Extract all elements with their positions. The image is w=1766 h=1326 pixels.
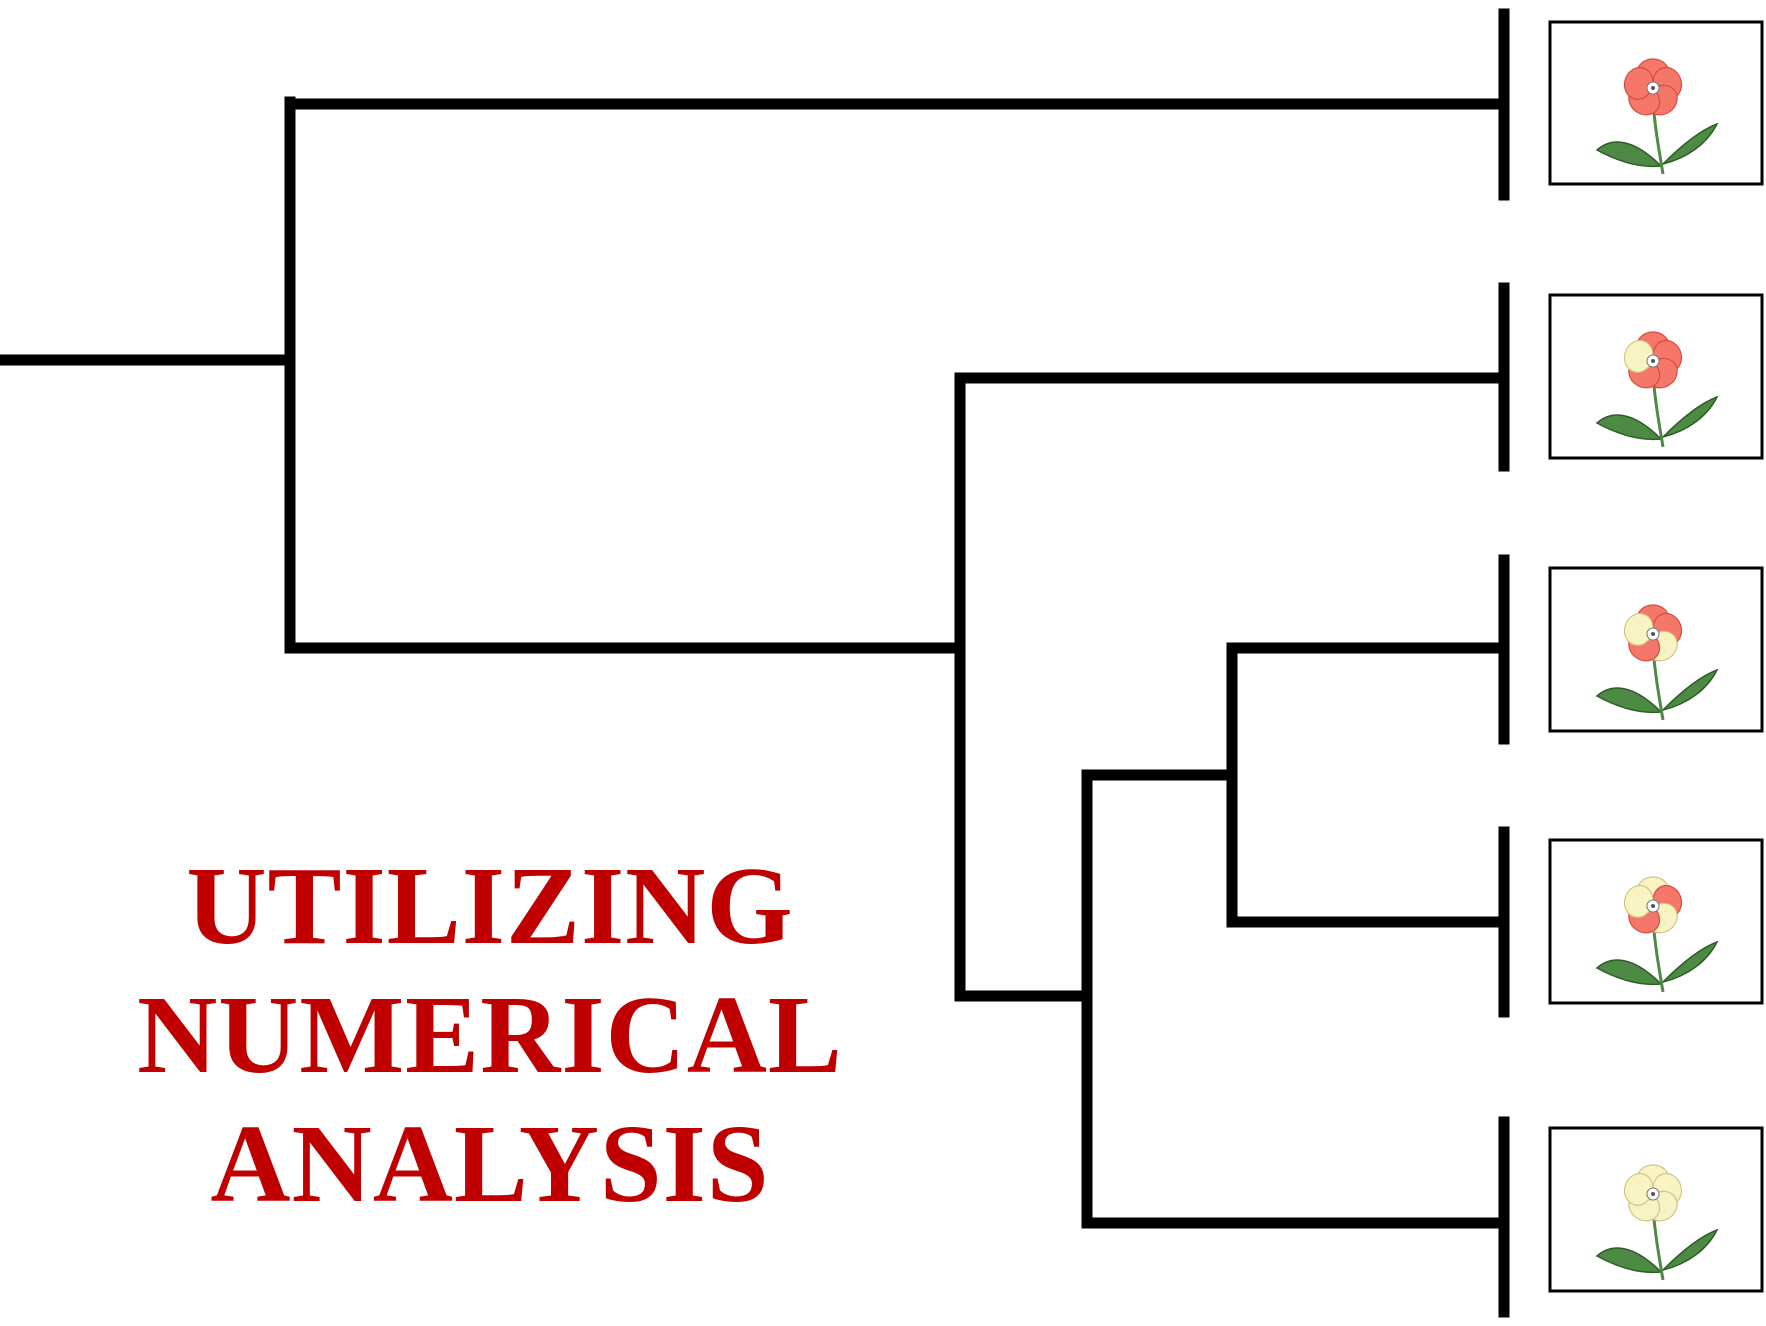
flower-two-cream-image — [1548, 566, 1764, 733]
leaf-icon — [1660, 395, 1719, 439]
flower-pistil-icon — [1651, 632, 1655, 636]
leaf-icon — [1660, 668, 1719, 712]
caption-line-3: ANALYSIS — [210, 1103, 770, 1226]
leaf-icon — [1660, 1228, 1719, 1272]
leaf-icon — [1595, 414, 1663, 441]
caption-line-1: UTILIZING — [186, 845, 794, 968]
flower-all-cream-image — [1548, 1126, 1764, 1293]
caption-line-2: NUMERICAL — [137, 974, 843, 1097]
flower-one-cream-image — [1548, 293, 1764, 460]
flower-three-cream-image — [1548, 838, 1764, 1005]
flower-pistil-icon — [1651, 1192, 1655, 1196]
leaf-icon — [1660, 940, 1719, 984]
tip-images — [1548, 20, 1764, 1293]
flower-pistil-icon — [1651, 359, 1655, 363]
leaf-icon — [1660, 122, 1719, 166]
flower-all-red-image — [1548, 20, 1764, 186]
leaf-icon — [1595, 959, 1663, 986]
leaf-icon — [1595, 1247, 1663, 1274]
diagram-caption: UTILIZING NUMERICAL ANALYSIS — [110, 842, 870, 1229]
leaf-icon — [1595, 687, 1663, 714]
flower-pistil-icon — [1651, 904, 1655, 908]
tree-branches — [0, 8, 1510, 1318]
leaf-icon — [1595, 141, 1663, 168]
flower-pistil-icon — [1651, 86, 1655, 90]
